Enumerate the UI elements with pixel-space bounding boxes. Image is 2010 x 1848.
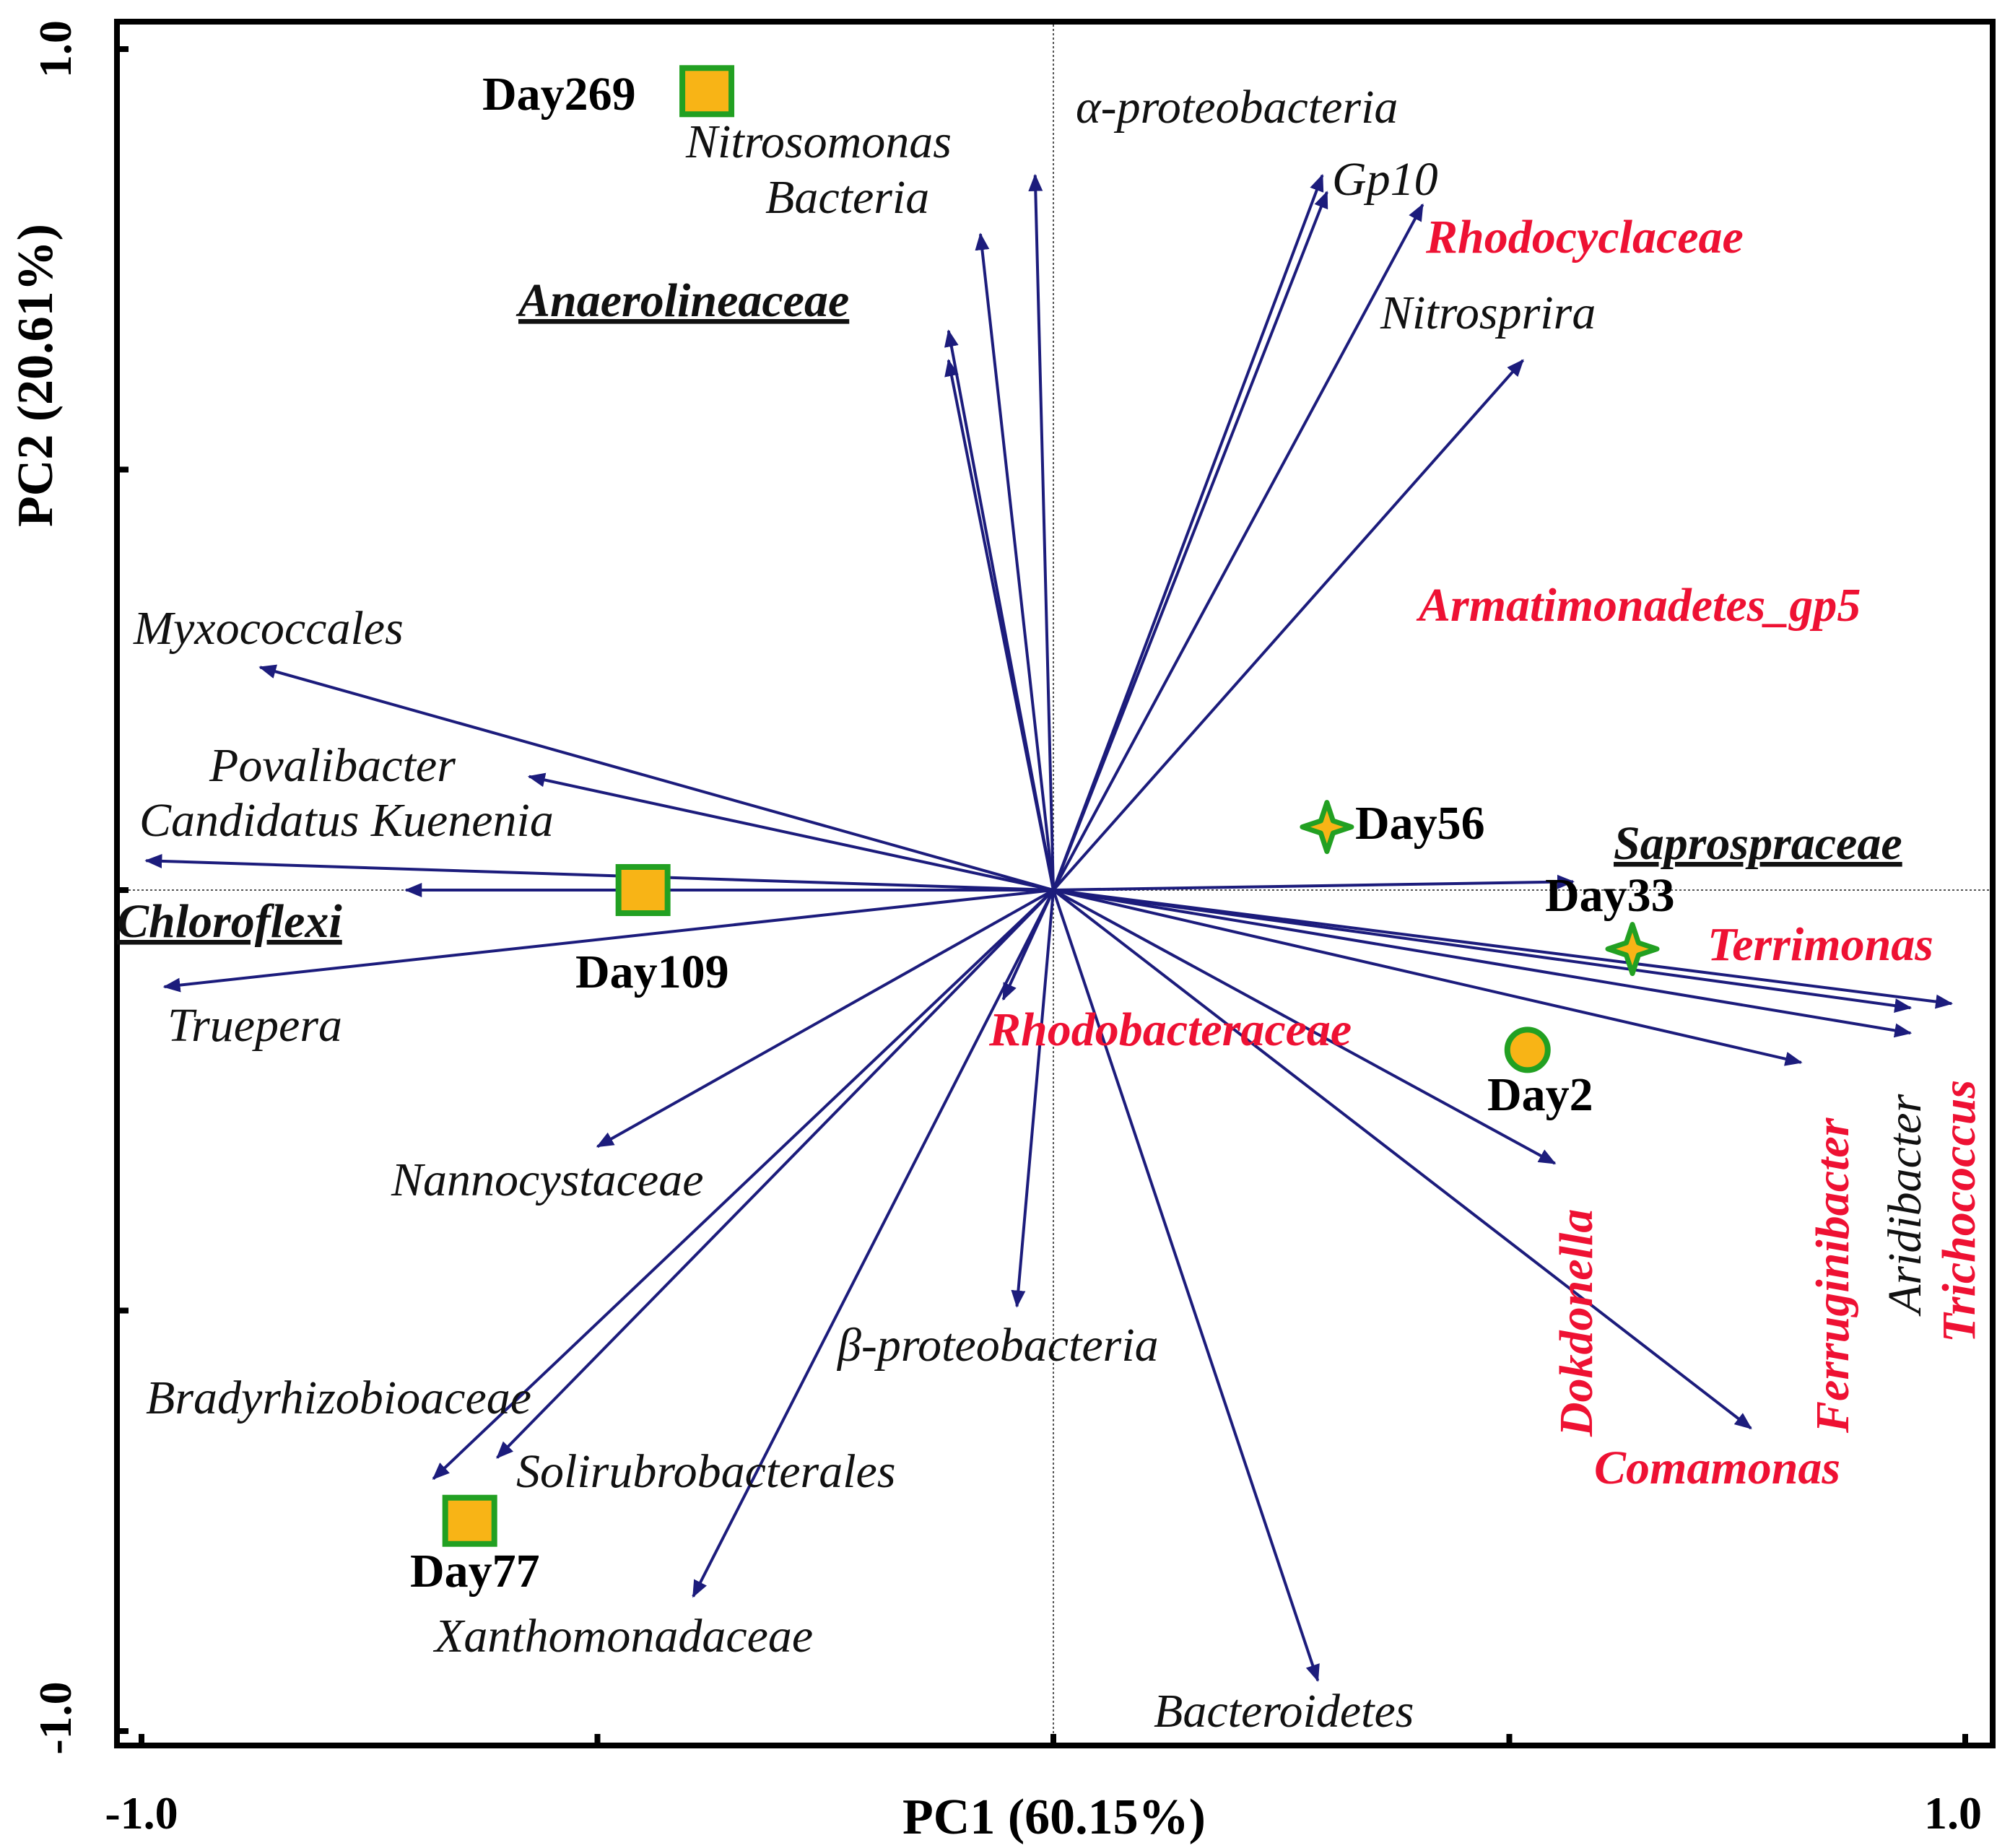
loading-label-dokdonella: Dokdonella	[1550, 1209, 1603, 1437]
loading-label-nitrosomonas: Nitrosomonas	[685, 116, 952, 168]
loading-label-aridibacter: Aridibacter	[1879, 1094, 1931, 1317]
loading-label-proteobacteria: α-proteobacteria	[1076, 81, 1398, 134]
x-tick-label-max: 1.0	[1924, 1787, 1982, 1839]
y-tick-label-min: -1.0	[30, 1681, 81, 1754]
loading-label-terrimonas: Terrimonas	[1707, 918, 1933, 971]
sample-label-day2: Day2	[1487, 1068, 1593, 1121]
x-axis-title: PC1 (60.15%)	[902, 1790, 1206, 1845]
loading-label-candidatus-kuenenia: Candidatus Kuenenia	[139, 794, 554, 847]
loading-label-comamonas: Comamonas	[1594, 1442, 1840, 1494]
sample-label-day109: Day109	[575, 946, 729, 998]
sample-label-day56: Day56	[1355, 797, 1485, 850]
loading-arrow-truepera	[162, 889, 1054, 993]
loading-label-myxococcales: Myxococcales	[133, 602, 404, 655]
loading-arrows	[144, 173, 1954, 1682]
loading-label-povalibacter: Povalibacter	[209, 739, 456, 792]
loading-label-truepera: Truepera	[168, 999, 342, 1052]
loading-arrow-trichococcus	[1053, 889, 1913, 1038]
loading-arrow-rhodocyclaceae	[1052, 191, 1328, 891]
sample-marker-day33	[1605, 922, 1660, 977]
loading-label-chloroflexi: Chloroflexi	[117, 895, 342, 948]
loading-label-rhodobacteraceae: Rhodobacteraceae	[988, 1003, 1352, 1056]
loading-arrow-povalibacter	[527, 772, 1054, 892]
loading-arrow-solirubrobacterales	[496, 889, 1055, 1459]
loading-label-nitrosprira: Nitrosprira	[1380, 287, 1596, 339]
loading-label-bacteroidetes: Bacteroidetes	[1154, 1685, 1414, 1738]
loading-arrow-bradyrhizobioaceae	[432, 889, 1055, 1480]
loading-arrow-myxococcales	[258, 664, 1054, 892]
loading-label-bacteria: Bacteria	[765, 171, 929, 224]
loading-arrow-ferruginibacter	[1053, 889, 1803, 1066]
loading-label-ferruginibacter: Ferruginibacter	[1806, 1117, 1859, 1434]
loading-labels: α-proteobacteriaNitrosomonasBacteriaAnae…	[117, 81, 1985, 1738]
x-tick-label-min: -1.0	[105, 1787, 178, 1839]
loading-arrow-nitrosprira	[1052, 203, 1424, 891]
loading-label-bradyrhizobioaceae: Bradyrhizobioaceae	[146, 1372, 531, 1424]
loading-arrow-proteobacteria	[1011, 889, 1055, 1308]
loading-arrow-bacteroidetes	[1052, 889, 1320, 1682]
sample-marker-day269	[679, 65, 735, 118]
loading-arrow-terrimonas	[1053, 889, 1954, 1009]
loading-label-saprospraceae: Saprospraceae	[1614, 817, 1902, 870]
loading-arrow-saprospraceae	[1053, 874, 1575, 892]
loading-arrow-gp10	[1052, 173, 1324, 891]
loading-arrow-nitrosomonas	[975, 232, 1055, 891]
sample-label-day33: Day33	[1545, 869, 1675, 922]
loading-arrow-xanthomonadaceae	[692, 889, 1055, 1598]
y-axis-title: PC2 (20.61%)	[8, 224, 64, 527]
loading-label-nannocystaceae: Nannocystaceae	[391, 1154, 704, 1206]
tick-marks	[117, 46, 1968, 1745]
sample-label-day77: Day77	[410, 1545, 540, 1598]
loading-arrow-dokdonella	[1053, 889, 1557, 1165]
loading-arrow-candidatus-kuenenia	[144, 853, 1054, 892]
loading-label-gp10: Gp10	[1332, 153, 1438, 206]
loading-arrow-anaerolineaceae	[944, 359, 1055, 891]
loading-arrow-armatimonadetes-gp5	[1052, 359, 1524, 892]
sample-marker-day109	[615, 864, 671, 916]
loading-label-proteobacteria: β-proteobacteria	[836, 1319, 1159, 1372]
loading-label-rhodocyclaceae: Rhodocyclaceae	[1425, 211, 1744, 263]
y-tick-label-max: 1.0	[30, 20, 81, 78]
loading-arrow-comamonas	[1052, 889, 1752, 1430]
loading-label-trichococcus: Trichococcus	[1933, 1080, 1985, 1343]
sample-marker-day2	[1504, 1027, 1551, 1073]
sample-marker-day77	[442, 1494, 497, 1547]
sample-label-day269: Day269	[482, 68, 636, 121]
loading-label-xanthomonadaceae: Xanthomonadaceae	[432, 1610, 813, 1662]
sample-marker-day56	[1300, 800, 1354, 855]
loading-label-armatimonadetes-gp5: Armatimonadetes_gp5	[1416, 579, 1861, 632]
loading-label-solirubrobacterales: Solirubrobacterales	[516, 1445, 896, 1498]
loading-label-anaerolineaceae: Anaerolineaceae	[515, 274, 849, 327]
loading-arrow-nannocystaceae	[596, 889, 1054, 1149]
loading-arrow-proteobacteria	[1028, 173, 1055, 891]
loading-arrow-aridibacter	[1053, 889, 1913, 1014]
